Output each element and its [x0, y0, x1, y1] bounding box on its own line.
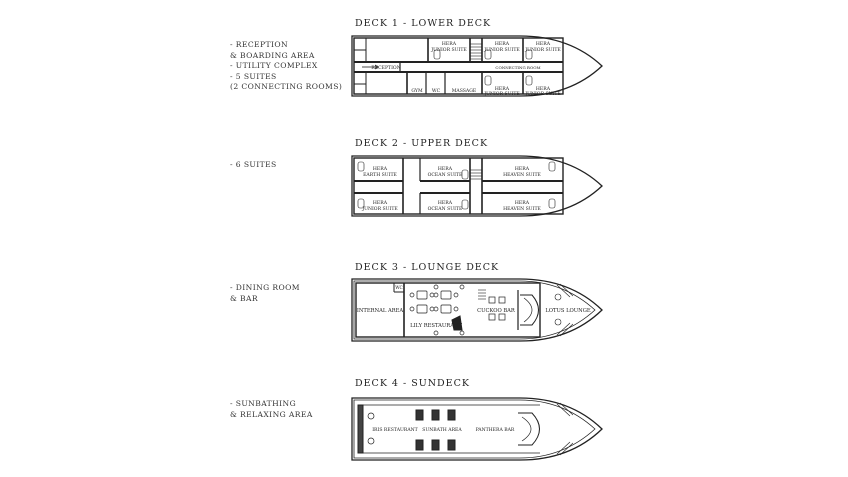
- deck-1-features: - RECEPTION & BOARDING AREA - UTILITY CO…: [230, 40, 342, 93]
- deck-3-hull: [351, 278, 603, 342]
- deck-4-feature: & RELAXING AREA: [230, 409, 313, 419]
- deck-1-room-label: HERA: [495, 86, 510, 92]
- deck-1-title: DECK 1 - LOWER DECK: [355, 18, 492, 29]
- deck-3-features: - DINING ROOM & BAR: [230, 283, 300, 304]
- deck-1-reception-label: RECEPTION: [371, 65, 400, 71]
- deck-1-plan: [351, 35, 603, 97]
- deck-1-room-label: HERA: [442, 41, 457, 47]
- deck-1-feature: (2 CONNECTING ROOMS): [230, 82, 343, 91]
- deck-4-plan: [351, 397, 603, 461]
- deck-2-title: DECK 2 - UPPER DECK: [355, 138, 489, 149]
- deck-1-gym-label: GYM: [411, 88, 423, 94]
- deck-4-hull: [351, 397, 603, 461]
- deck-1-feature: - UTILITY COMPLEX: [230, 61, 318, 70]
- deck-3-outer-wall: [355, 282, 541, 338]
- deck-2-features: - 6 SUITES: [230, 160, 277, 171]
- deck-2-room-label: HERA: [438, 200, 453, 206]
- deck-4-bar-label: PANTHERA BAR: [476, 427, 515, 433]
- deck-3-bar-label: CUCKOO BAR: [477, 308, 516, 314]
- deck-1-room-label: HERA: [536, 86, 551, 92]
- deck-1-room-label: JUNIOR SUITE: [430, 47, 466, 53]
- deck-1-room-label: HERA: [495, 41, 510, 47]
- deck-4-title: DECK 4 - SUNDECK: [355, 378, 470, 389]
- deck-2-room-label: HERA: [515, 166, 530, 172]
- deck-2-room-label: HEAVEN SUITE: [503, 206, 541, 212]
- deck-2-outer-wall: [353, 157, 564, 215]
- deck-2-room-label: HERA: [373, 166, 388, 172]
- deck-3-lounge-label: LOTUS LOUNGE: [545, 308, 590, 314]
- deck-4-loungers: [415, 409, 456, 451]
- deck-1-room-label: JUNIOR SUITE: [483, 91, 519, 97]
- deck-1-stairs: [470, 43, 482, 60]
- deck-3-internal-label: INTERNAL AREA: [357, 308, 404, 314]
- deck-1-feature: - 5 SUITES: [230, 71, 277, 81]
- deck-2-room-label: JUNIOR SUITE: [361, 206, 397, 212]
- deck-3-wc-label: WC: [395, 285, 403, 290]
- deck-1-room-label: JUNIOR SUITE: [524, 91, 560, 97]
- deck-1-wc-label: WC: [432, 88, 441, 94]
- deck-3-feature: - DINING ROOM: [230, 283, 300, 292]
- deck-2-room-label: HERA: [515, 200, 530, 206]
- deck-2-room-label: EARTH SUITE: [363, 172, 397, 178]
- deck-4-sunbath-label: SUNBATH AREA: [422, 427, 462, 433]
- deck-3-feature: & BAR: [230, 293, 258, 303]
- deck-4-restaurant-label: IRIS RESTAURANT: [372, 427, 418, 433]
- deck-4-feature: - SUNBATHING: [230, 399, 297, 408]
- deck-3-stairs: [478, 283, 574, 337]
- deck-1-outer-wall: [353, 37, 564, 95]
- deck-2-plan: [351, 155, 603, 217]
- deck-1-room-label: JUNIOR SUITE: [524, 47, 560, 53]
- deck-3-restaurant-label: LILY RESTAURANT: [410, 323, 462, 329]
- deck-2-feature: - 6 SUITES: [230, 160, 277, 169]
- deck-1-room-label: HERA: [536, 41, 551, 47]
- deck-2-room-label: HEAVEN SUITE: [503, 172, 541, 178]
- deck-4-features: - SUNBATHING & RELAXING AREA: [230, 399, 313, 420]
- deck-1-room-label: JUNIOR SUITE: [483, 47, 519, 53]
- deck-4-stern-bar: [357, 404, 364, 454]
- deck-2-room-label: HERA: [373, 200, 388, 206]
- deck-2-room-label: HERA: [438, 166, 453, 172]
- deck-1-massage-label: MASSAGE: [452, 88, 477, 94]
- deck-1-feature: - RECEPTION: [230, 40, 289, 49]
- deck-1-connecting-label: CONNECTING ROOM: [495, 65, 540, 70]
- deck-2-stairs: [470, 169, 482, 180]
- deck-1-feature: & BOARDING AREA: [230, 50, 315, 60]
- deck-3-tables: [409, 284, 506, 336]
- deck-2-room-label: OCEAN SUITE: [428, 172, 463, 178]
- deck-2-room-label: OCEAN SUITE: [428, 206, 463, 212]
- deck-3-plan: [351, 278, 603, 342]
- deck-3-title: DECK 3 - LOUNGE DECK: [355, 262, 500, 273]
